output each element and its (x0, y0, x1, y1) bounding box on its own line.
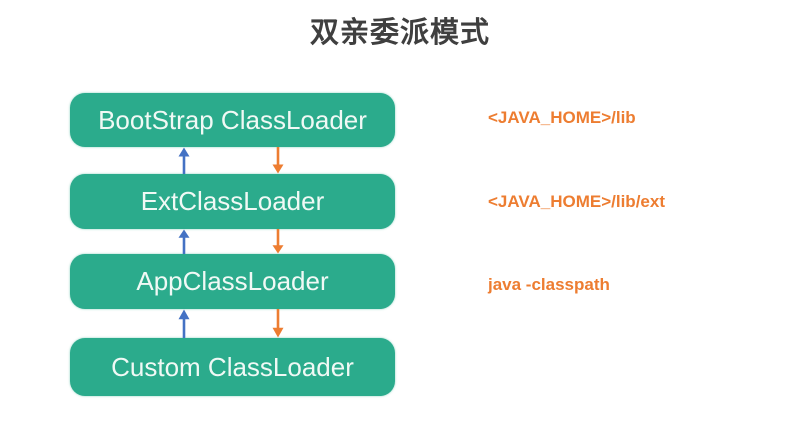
up-arrow-icon (178, 309, 190, 338)
path-label-bootstrap: <JAVA_HOME>/lib (488, 108, 636, 127)
path-label-ext: <JAVA_HOME>/lib/ext (488, 192, 665, 211)
loader-box-bootstrap-label: BootStrap ClassLoader (98, 104, 367, 135)
loader-box-app-label: AppClassLoader (136, 266, 329, 296)
down-arrow-icon (272, 229, 284, 254)
down-arrow-icon (272, 147, 284, 174)
up-arrow-icon (178, 147, 190, 174)
loader-box-ext-label: ExtClassLoader (140, 186, 325, 216)
loader-box-bootstrap: BootStrap ClassLoader (70, 93, 395, 147)
loader-box-app: AppClassLoader (70, 254, 395, 309)
loader-box-custom-label: Custom ClassLoader (111, 351, 354, 382)
path-label-app: java -classpath (488, 275, 610, 294)
loader-box-ext: ExtClassLoader (70, 174, 395, 229)
loader-box-custom: Custom ClassLoader (70, 338, 395, 396)
page-title: 双亲委派模式 (309, 17, 490, 49)
down-arrow-icon (272, 309, 284, 338)
up-arrow-icon (178, 229, 190, 254)
